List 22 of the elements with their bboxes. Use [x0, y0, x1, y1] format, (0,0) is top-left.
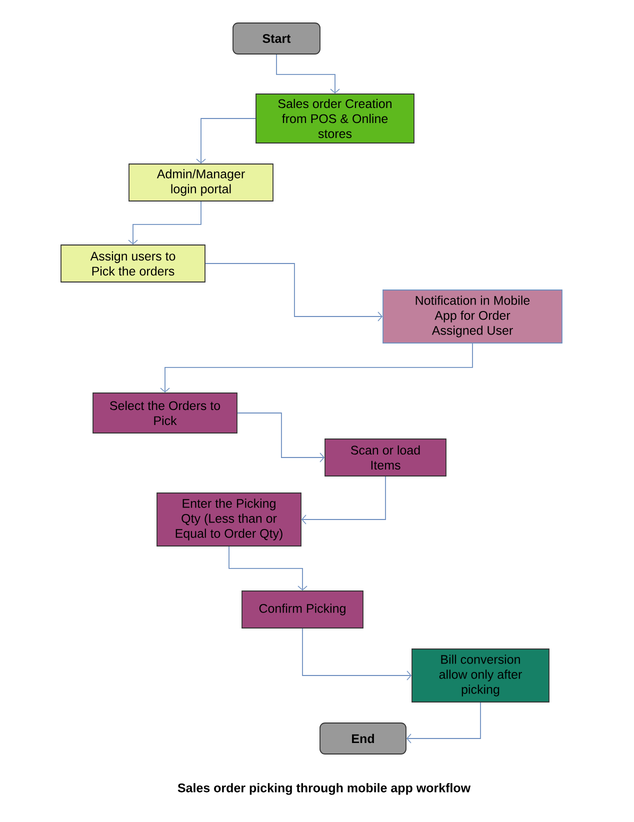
arrow: [196, 118, 256, 164]
arrow: [237, 412, 325, 462]
arrow: [406, 702, 481, 744]
arrow: [160, 343, 473, 393]
arrow: [228, 546, 308, 591]
arrow: [301, 476, 386, 524]
process-box: Select the Orders to Pick: [92, 392, 238, 434]
process-box: Admin/Manager login portal: [128, 164, 274, 202]
process-box: Assign users to Pick the orders: [60, 244, 206, 282]
process-box: Confirm Picking: [242, 590, 364, 628]
caption: Sales order picking through mobile app workflow: [178, 783, 471, 795]
process-box: Scan or load Items: [324, 438, 446, 476]
arrow: [205, 263, 383, 322]
arrow: [128, 201, 202, 245]
process-box: Sales order Creation from POS & Online stores: [256, 94, 414, 144]
process-box: Bill conversion allow only after picking: [412, 648, 550, 702]
arrow: [302, 628, 412, 680]
terminal-box: Start: [232, 22, 320, 54]
process-box: Notification in Mobile App for Order Assigned User: [382, 290, 562, 344]
arrow: [276, 54, 340, 94]
process-box: Enter the Picking Qty (Less than or Equal to Order Qty): [156, 492, 302, 546]
terminal-box: End: [320, 722, 406, 754]
